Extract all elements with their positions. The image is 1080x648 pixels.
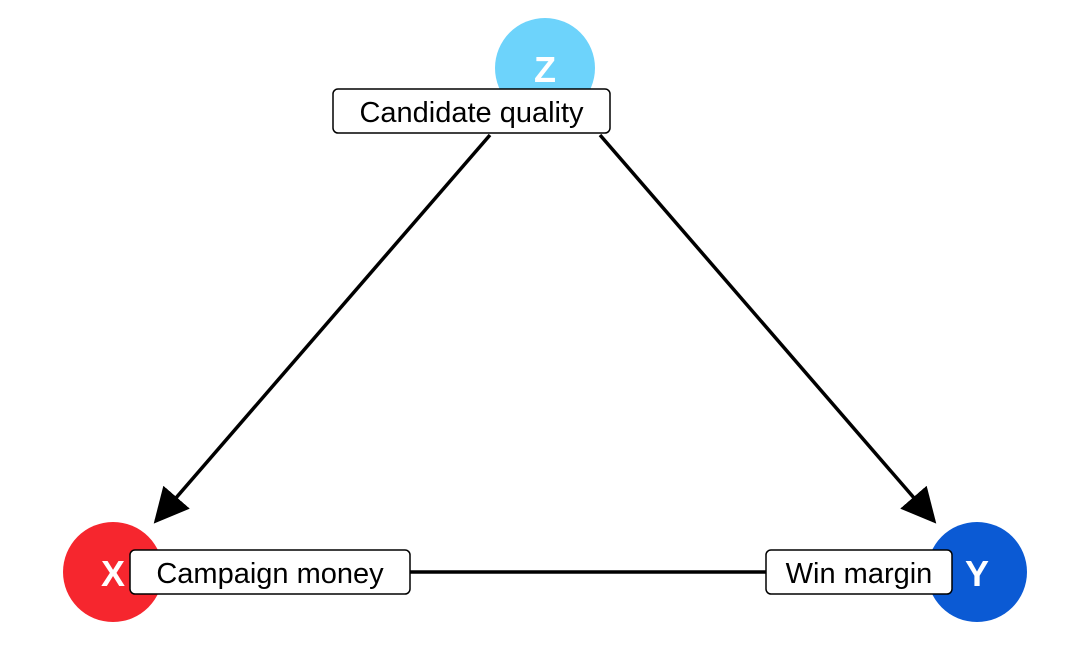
edge-z-to-x	[153, 133, 492, 524]
node-x-letter: X	[101, 553, 125, 594]
node-y-label-box	[765, 549, 953, 595]
node-x-circle	[63, 522, 163, 622]
node-y-letter: Y	[965, 553, 989, 594]
node-y-circle	[927, 522, 1027, 622]
node-z-label: Candidate quality	[359, 97, 584, 129]
edge-z-to-y	[598, 133, 937, 524]
node-x-label-box	[129, 549, 411, 595]
node-z-label-box	[332, 88, 611, 134]
node-y-label: Win margin	[786, 558, 933, 590]
node-x-label: Campaign money	[156, 558, 384, 590]
node-z-letter: Z	[534, 49, 556, 90]
